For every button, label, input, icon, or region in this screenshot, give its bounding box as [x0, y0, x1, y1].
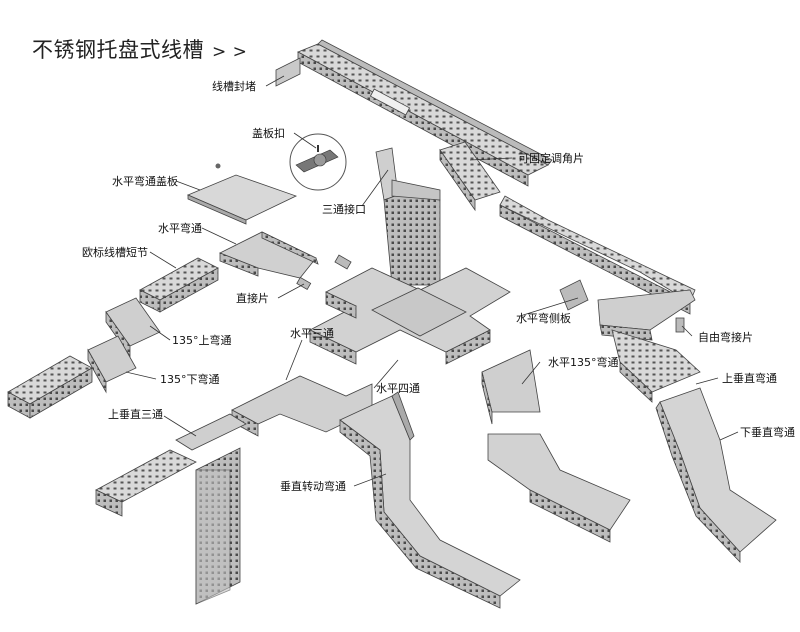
- label-adjustable-angle: 可固定调角片: [518, 151, 584, 165]
- label-horizontal-cross: 水平四通: [376, 382, 420, 395]
- main-diagonal-tray: [297, 39, 696, 341]
- horizontal-bend-135-part: [481, 349, 541, 425]
- end-cap-part: [275, 57, 301, 87]
- lower-left-tray: [7, 355, 93, 419]
- label-horizontal-bend-cover: 水平弯通盖板: [112, 174, 178, 188]
- lower-right-tray: [487, 433, 631, 543]
- euro-short-section-part: [139, 257, 219, 313]
- adjustable-angle-part: [439, 141, 501, 212]
- label-vertical-down-bend: 下垂直弯通: [740, 425, 795, 439]
- label-upper-bend-135: 135°上弯通: [172, 333, 232, 347]
- label-euro-short-section: 欧标线槽短节: [82, 245, 148, 259]
- label-vertical-up-bend: 上垂直弯通: [722, 371, 777, 385]
- horizontal-cross-part: [309, 267, 511, 365]
- vertical-up-tee-part: [95, 413, 247, 605]
- horizontal-side-plate-part: [559, 279, 589, 311]
- label-tee-joint: 三通接口: [322, 203, 366, 216]
- label-horizontal-bend-135: 水平135°弯通: [548, 355, 619, 369]
- vertical-down-bend-part: [655, 387, 777, 563]
- label-horizontal-tee: 水平三通: [290, 327, 334, 340]
- vertical-up-bend-part: [611, 329, 701, 403]
- tee-joint-part: [375, 147, 441, 286]
- title-arrows: > >: [212, 42, 248, 62]
- lower-bend-135-part: [87, 335, 137, 394]
- part-labels: 线槽封堵 盖板扣 水平弯通盖板 三通接口 可固定调角片 水平弯通 欧标线槽短节 …: [82, 79, 795, 493]
- horizontal-bend-part: [219, 231, 319, 279]
- label-straight-connector: 直接片: [236, 291, 269, 305]
- cover-clip-part: [215, 133, 347, 191]
- label-end-cap: 线槽封堵: [212, 79, 256, 93]
- vertical-turn-bend-part: [339, 391, 521, 609]
- horizontal-bend-cover-part: [186, 174, 298, 225]
- label-cover-clip: 盖板扣: [252, 126, 285, 140]
- label-free-bend-connector: 自由弯接片: [698, 330, 753, 344]
- label-vertical-up-tee: 上垂直三通: [108, 407, 163, 421]
- title-text: 不锈钢托盘式线槽: [32, 38, 204, 62]
- straight-connector-part: [296, 254, 352, 291]
- leader-lines: [125, 75, 739, 487]
- free-bend-connector-part: [675, 317, 685, 333]
- label-horizontal-bend: 水平弯通: [158, 221, 202, 235]
- upper-bend-135-part: [105, 297, 161, 358]
- label-lower-bend-135: 135°下弯通: [160, 372, 220, 386]
- label-vertical-turn-bend: 垂直转动弯通: [280, 479, 346, 493]
- label-horizontal-side-plate: 水平弯侧板: [516, 311, 571, 325]
- page-title: 不锈钢托盘式线槽 > >: [32, 34, 247, 64]
